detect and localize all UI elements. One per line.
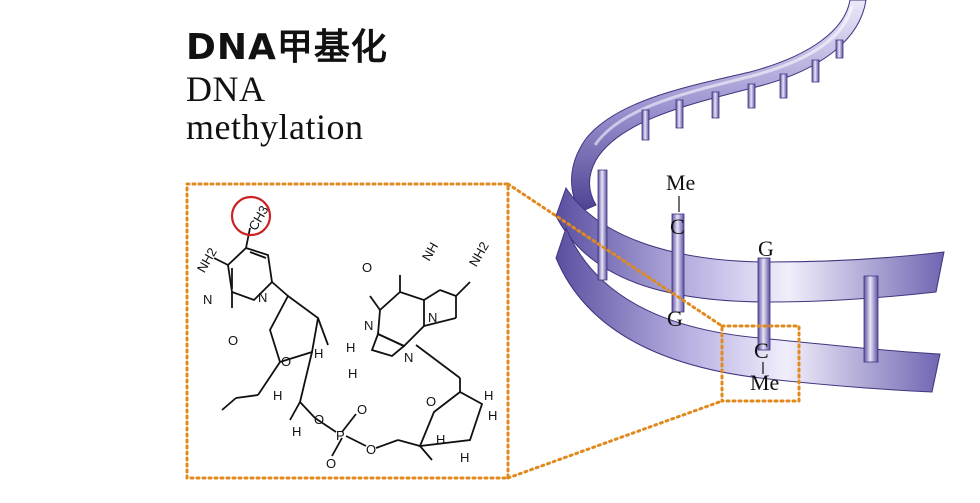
label-nh: NH	[419, 240, 441, 264]
label-o-p-bottom: O	[326, 456, 336, 471]
label-c-top: C	[670, 214, 685, 239]
label-n-guanine-1: N	[428, 310, 437, 325]
label-o-sugar-right: O	[426, 394, 436, 409]
callout-connector-bottom	[506, 399, 724, 480]
helix-strand-back	[571, 0, 867, 213]
label-o-link-2: O	[366, 442, 376, 457]
callout-box-large	[185, 182, 510, 480]
label-g-top: G	[758, 236, 774, 261]
label-o-sugar-left: O	[281, 354, 291, 369]
label-h-3: H	[348, 366, 357, 381]
title-english-line1: DNA	[186, 69, 266, 109]
label-h-2: H	[346, 340, 355, 355]
label-g-bottom: G	[667, 306, 683, 331]
label-h-5: H	[292, 424, 301, 439]
helix-strand-front	[555, 186, 945, 303]
helix-rungs-upper	[641, 39, 844, 141]
label-o-link-1: O	[314, 412, 324, 427]
label-me-top: Me	[666, 170, 695, 195]
title-block: DNA甲基化 DNA methylation	[186, 26, 388, 146]
label-c-bottom: C	[754, 338, 769, 363]
label-nh2-right: NH2	[466, 239, 492, 269]
label-p: P	[336, 428, 345, 443]
callout-box-small	[720, 324, 801, 403]
purine-ring-5	[370, 332, 406, 358]
label-o-guanine: O	[362, 260, 372, 275]
title-chinese: DNA甲基化	[186, 27, 388, 68]
label-n-ring: N	[203, 292, 212, 307]
sugar-right	[418, 390, 484, 448]
label-h-1: H	[314, 346, 323, 361]
chemical-labels: CH3 NH2 N O N O H H H H H O P O O O O H …	[194, 203, 498, 471]
label-h-9: H	[460, 450, 469, 465]
label-nh2-left: NH2	[194, 245, 220, 275]
label-me-bottom: Me	[750, 370, 779, 395]
dna-helix: Me C G G C Me	[555, 0, 945, 395]
label-h-8: H	[436, 432, 445, 447]
label-n1: N	[258, 290, 267, 305]
title-english-line2: methylation	[186, 107, 364, 147]
sugar-left	[269, 294, 319, 364]
callout	[185, 182, 801, 480]
helix-strand-bottom	[555, 226, 941, 393]
label-o-p-top: O	[357, 402, 367, 417]
label-o-carbonyl: O	[228, 333, 238, 348]
label-h-6: H	[484, 388, 493, 403]
methyl-highlight-circle	[230, 195, 272, 237]
callout-connector-top	[506, 182, 724, 328]
label-h-7: H	[488, 408, 497, 423]
label-n-guanine-3: N	[404, 350, 413, 365]
label-h-4: H	[273, 388, 282, 403]
label-n-guanine-2: N	[364, 318, 373, 333]
chemical-structure	[213, 227, 484, 461]
